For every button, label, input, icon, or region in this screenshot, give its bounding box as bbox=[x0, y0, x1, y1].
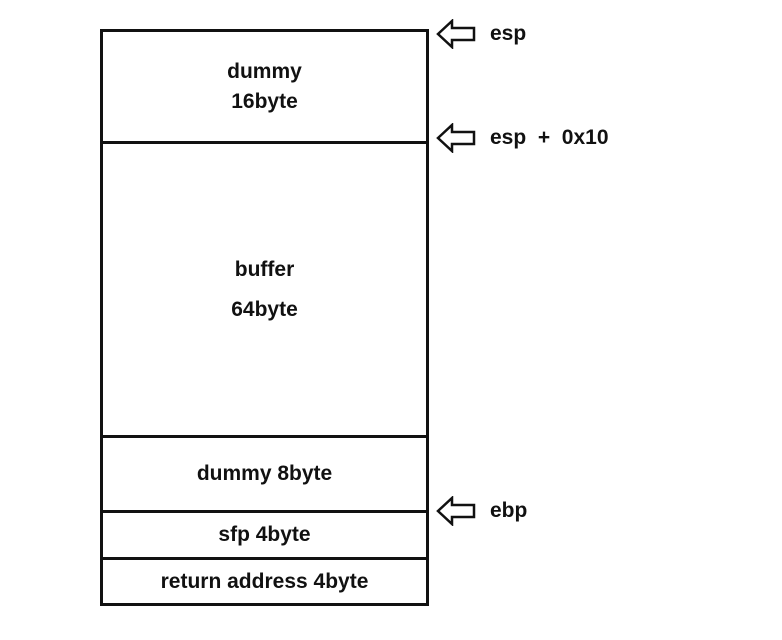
pointer-ebp-label: ebp bbox=[490, 499, 528, 522]
segment-sfp: sfp 4byte bbox=[103, 513, 426, 560]
left-arrow-icon bbox=[436, 19, 476, 49]
segment-return-address: return address 4byte bbox=[103, 560, 426, 603]
segment-dummy-8byte-label: dummy 8byte bbox=[196, 462, 333, 485]
segment-sfp-label: sfp 4byte bbox=[218, 523, 311, 546]
segment-return-address-label: return address 4byte bbox=[160, 569, 369, 593]
pointer-ebp: ebp bbox=[436, 496, 527, 526]
segment-dummy-16byte: dummy 16byte bbox=[103, 32, 426, 144]
pointer-esp-plus-0x10-label: esp + 0x10 bbox=[490, 126, 609, 149]
left-arrow-icon bbox=[436, 123, 476, 153]
left-arrow-icon bbox=[436, 496, 476, 526]
stack-frame: dummy 16byte buffer 64byte dummy 8byte s… bbox=[100, 29, 429, 606]
pointer-esp-label: esp bbox=[490, 22, 527, 45]
segment-dummy-16byte-name: dummy bbox=[227, 59, 302, 83]
segment-dummy-8byte: dummy 8byte bbox=[103, 438, 426, 513]
segment-dummy-16byte-size: 16byte bbox=[231, 89, 298, 113]
pointer-esp: esp bbox=[436, 19, 526, 49]
segment-buffer-name: buffer bbox=[234, 257, 295, 281]
pointer-esp-plus-0x10: esp + 0x10 bbox=[436, 123, 609, 153]
segment-buffer: buffer 64byte bbox=[103, 144, 426, 438]
segment-buffer-size: 64byte bbox=[231, 297, 298, 321]
